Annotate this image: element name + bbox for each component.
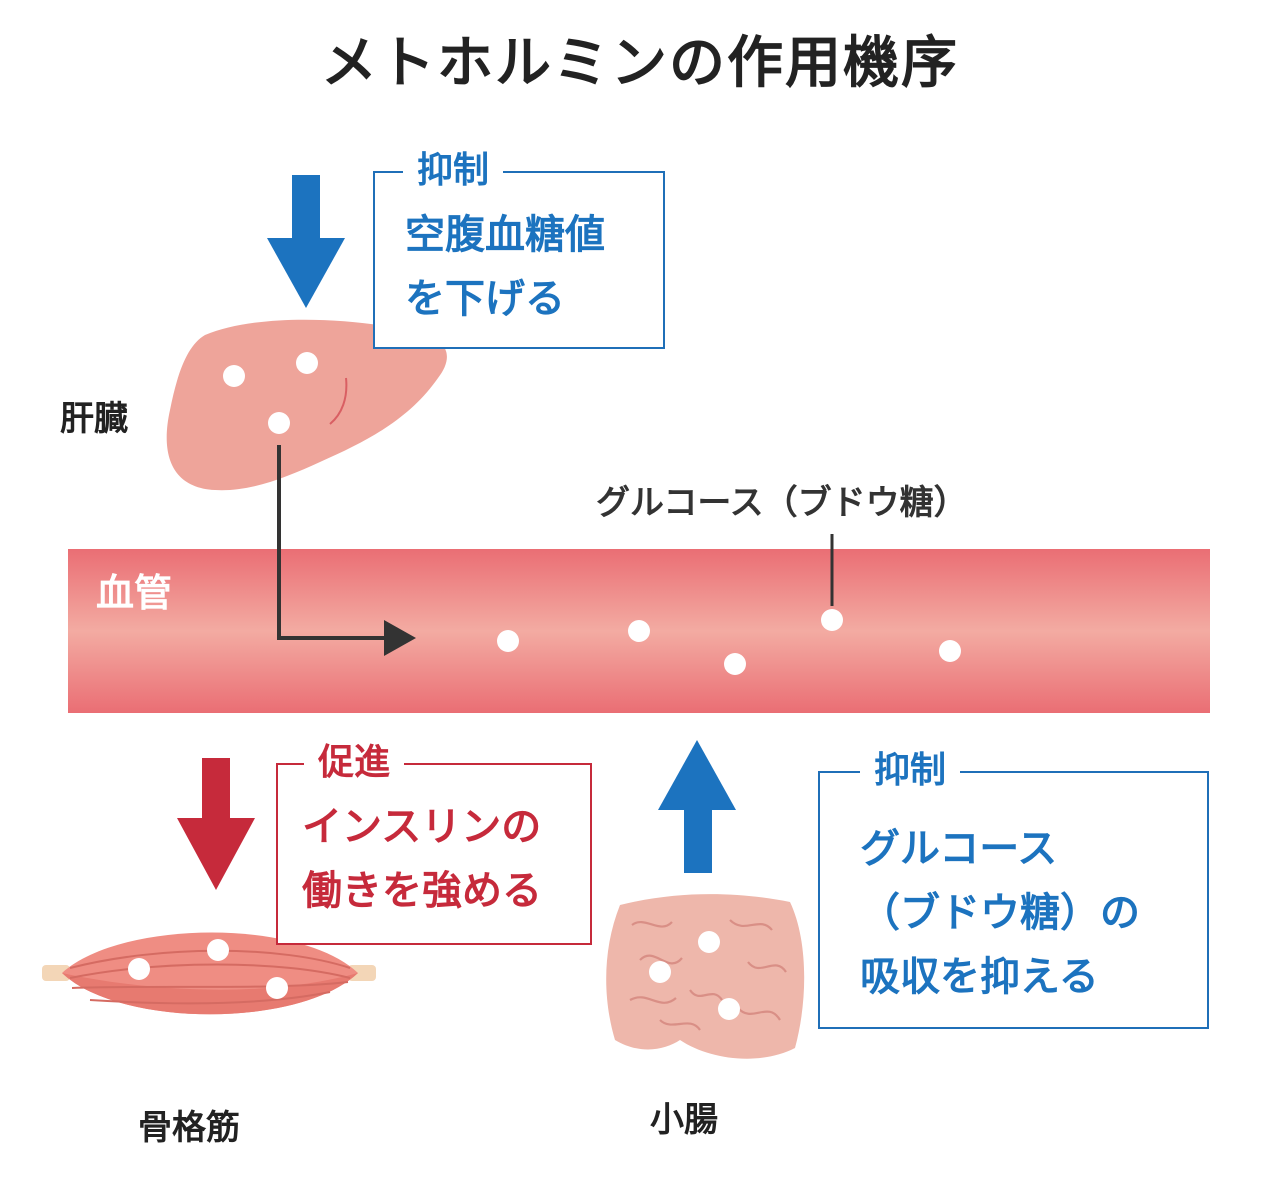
glucose-dot	[497, 630, 519, 652]
liver-effect-line: 空腹血糖値	[405, 212, 605, 258]
liver-effect-tag: 抑制	[403, 145, 504, 197]
glucose-dot	[821, 609, 843, 631]
muscle-effect-tag: 促進	[304, 737, 405, 789]
intestine-effect-line: 吸収を抑える	[860, 954, 1099, 1000]
liver-to-vessel-arrow	[277, 445, 416, 656]
intestine-illustration	[606, 894, 805, 1059]
intestine-effect-box: 抑制 グルコース （ブドウ糖）の 吸収を抑える	[818, 745, 1209, 1029]
glucose-label: グルコース（ブドウ糖）	[596, 483, 968, 523]
liver-down-arrow	[267, 175, 345, 308]
glucose-dot	[223, 365, 245, 387]
glucose-dot	[128, 958, 150, 980]
muscle-effect-line: インスリンの	[302, 804, 542, 850]
glucose-dot	[296, 352, 318, 374]
vessel-label: 血管	[96, 571, 173, 615]
page-title: メトホルミンの作用機序	[321, 31, 959, 96]
glucose-dot	[207, 939, 229, 961]
muscle-down-arrow	[177, 758, 255, 890]
glucose-dot	[266, 977, 288, 999]
muscle-effect-line: 働きを強める	[302, 868, 542, 914]
intestine-up-arrow	[658, 740, 736, 873]
glucose-dot	[649, 961, 671, 983]
intestine-effect-line: （ブドウ糖）の	[860, 890, 1140, 936]
intestine-effect-tag: 抑制	[860, 745, 961, 797]
glucose-dot	[268, 412, 290, 434]
liver-label: 肝臓	[60, 399, 128, 439]
glucose-dot	[718, 998, 740, 1020]
muscle-effect-text: インスリンの 働きを強める	[302, 795, 542, 923]
intestine-effect-line: グルコース	[860, 826, 1058, 872]
muscle-illustration	[42, 932, 376, 1015]
glucose-dot	[698, 931, 720, 953]
liver-effect-box: 抑制 空腹血糖値 を下げる	[373, 145, 665, 349]
intestine-label: 小腸	[650, 1100, 718, 1140]
glucose-dot	[724, 653, 746, 675]
liver-effect-text: 空腹血糖値 を下げる	[405, 203, 605, 331]
glucose-dot	[939, 640, 961, 662]
muscle-effect-box: 促進 インスリンの 働きを強める	[276, 737, 592, 945]
liver-effect-line: を下げる	[405, 276, 565, 322]
glucose-dot	[628, 620, 650, 642]
liver-illustration	[166, 319, 447, 491]
muscle-label: 骨格筋	[138, 1108, 240, 1148]
intestine-effect-text: グルコース （ブドウ糖）の 吸収を抑える	[860, 817, 1140, 1009]
vessel-glucose-dots	[497, 609, 961, 675]
